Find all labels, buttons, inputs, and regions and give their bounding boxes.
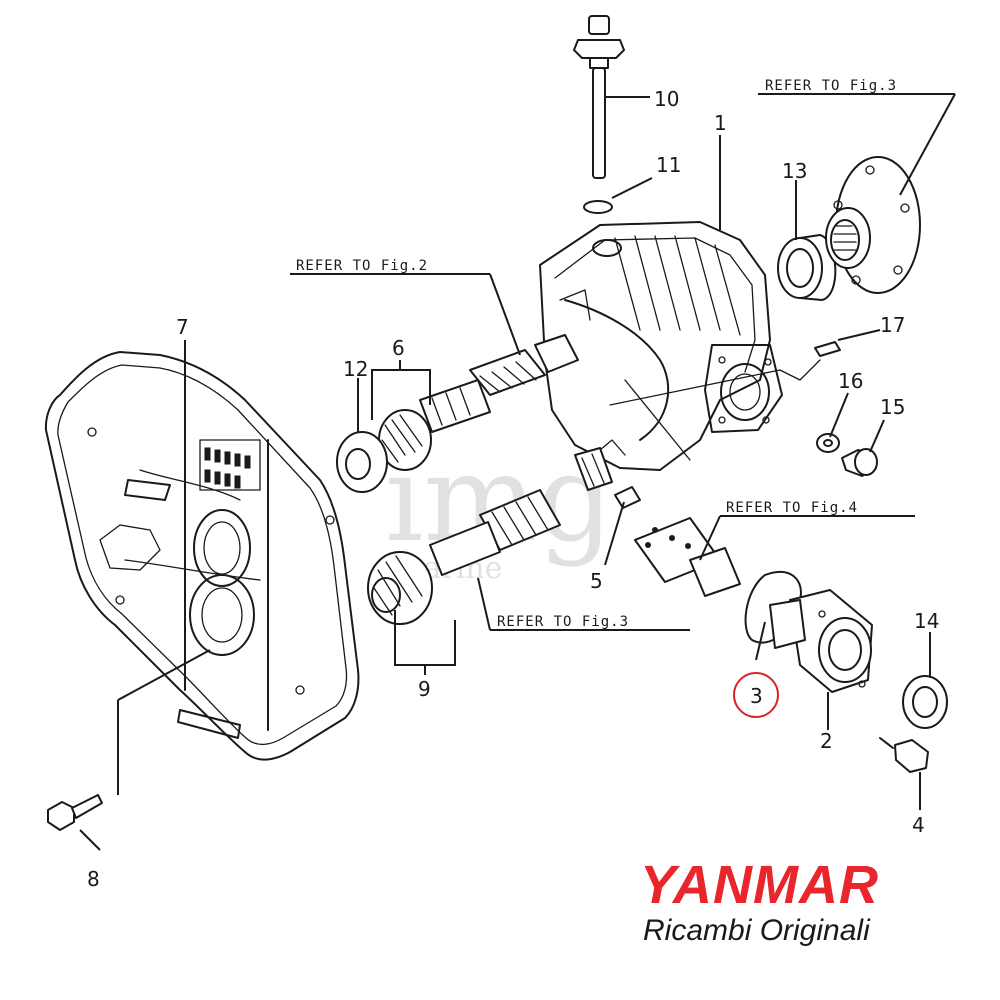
part-14-seal [902,675,948,729]
output-shaft-assembly [367,447,613,625]
callout-9: 9 [418,677,431,701]
highlight-circle-part-3 [733,672,779,718]
callout-7: 7 [176,315,189,339]
refer-fig3-bottom: REFER TO Fig.3 [497,614,629,630]
callout-3: 3 [750,684,763,708]
leader-lines [79,93,956,851]
back-plate-vent-slots [204,447,251,489]
part-13-seal [777,234,837,301]
part-15-drain-plug [841,448,878,477]
input-shaft-assembly [336,334,579,493]
callout-labels: 1 2 3 4 5 6 7 8 9 10 11 12 13 14 15 16 1… [87,87,939,891]
reference-labels: REFER TO Fig.3 REFER TO Fig.2 REFER TO F… [296,78,897,630]
part-2-bearing-cover [769,589,873,693]
part-11-o-ring [583,200,613,214]
part-10-dipstick [573,15,625,179]
part-12-bearing [336,431,388,493]
callout-8: 8 [87,867,100,891]
part-5-pin [614,486,641,509]
callout-17: 17 [880,313,905,337]
part-8-bolt [47,794,103,831]
callout-5: 5 [590,569,603,593]
callout-11: 11 [656,153,681,177]
part-1-transmission-case [539,221,783,471]
callout-14: 14 [914,609,939,633]
callout-16: 16 [838,369,863,393]
brand-logo: YANMAR [640,855,879,915]
callout-10: 10 [654,87,679,111]
part-7-back-plate [44,351,360,761]
brand-block: YANMAR Ricambi Originali [640,855,879,947]
callout-1: 1 [714,111,727,135]
callout-12: 12 [343,357,368,381]
refer-fig4: REFER TO Fig.4 [726,500,858,516]
callout-15: 15 [880,395,905,419]
callout-6: 6 [392,336,405,360]
coupling-flange [825,156,921,294]
part-4-bolt [879,737,929,773]
refer-fig2: REFER TO Fig.2 [296,258,428,274]
refer-fig3-top: REFER TO Fig.3 [765,78,897,94]
callout-4: 4 [912,813,925,837]
part-16-washer [816,433,840,453]
brand-tagline: Ricambi Originali [643,914,871,947]
callout-2: 2 [820,729,833,753]
callout-13: 13 [782,159,807,183]
reverse-shaft-fig4 [634,517,741,597]
part-17-shim [814,341,841,357]
